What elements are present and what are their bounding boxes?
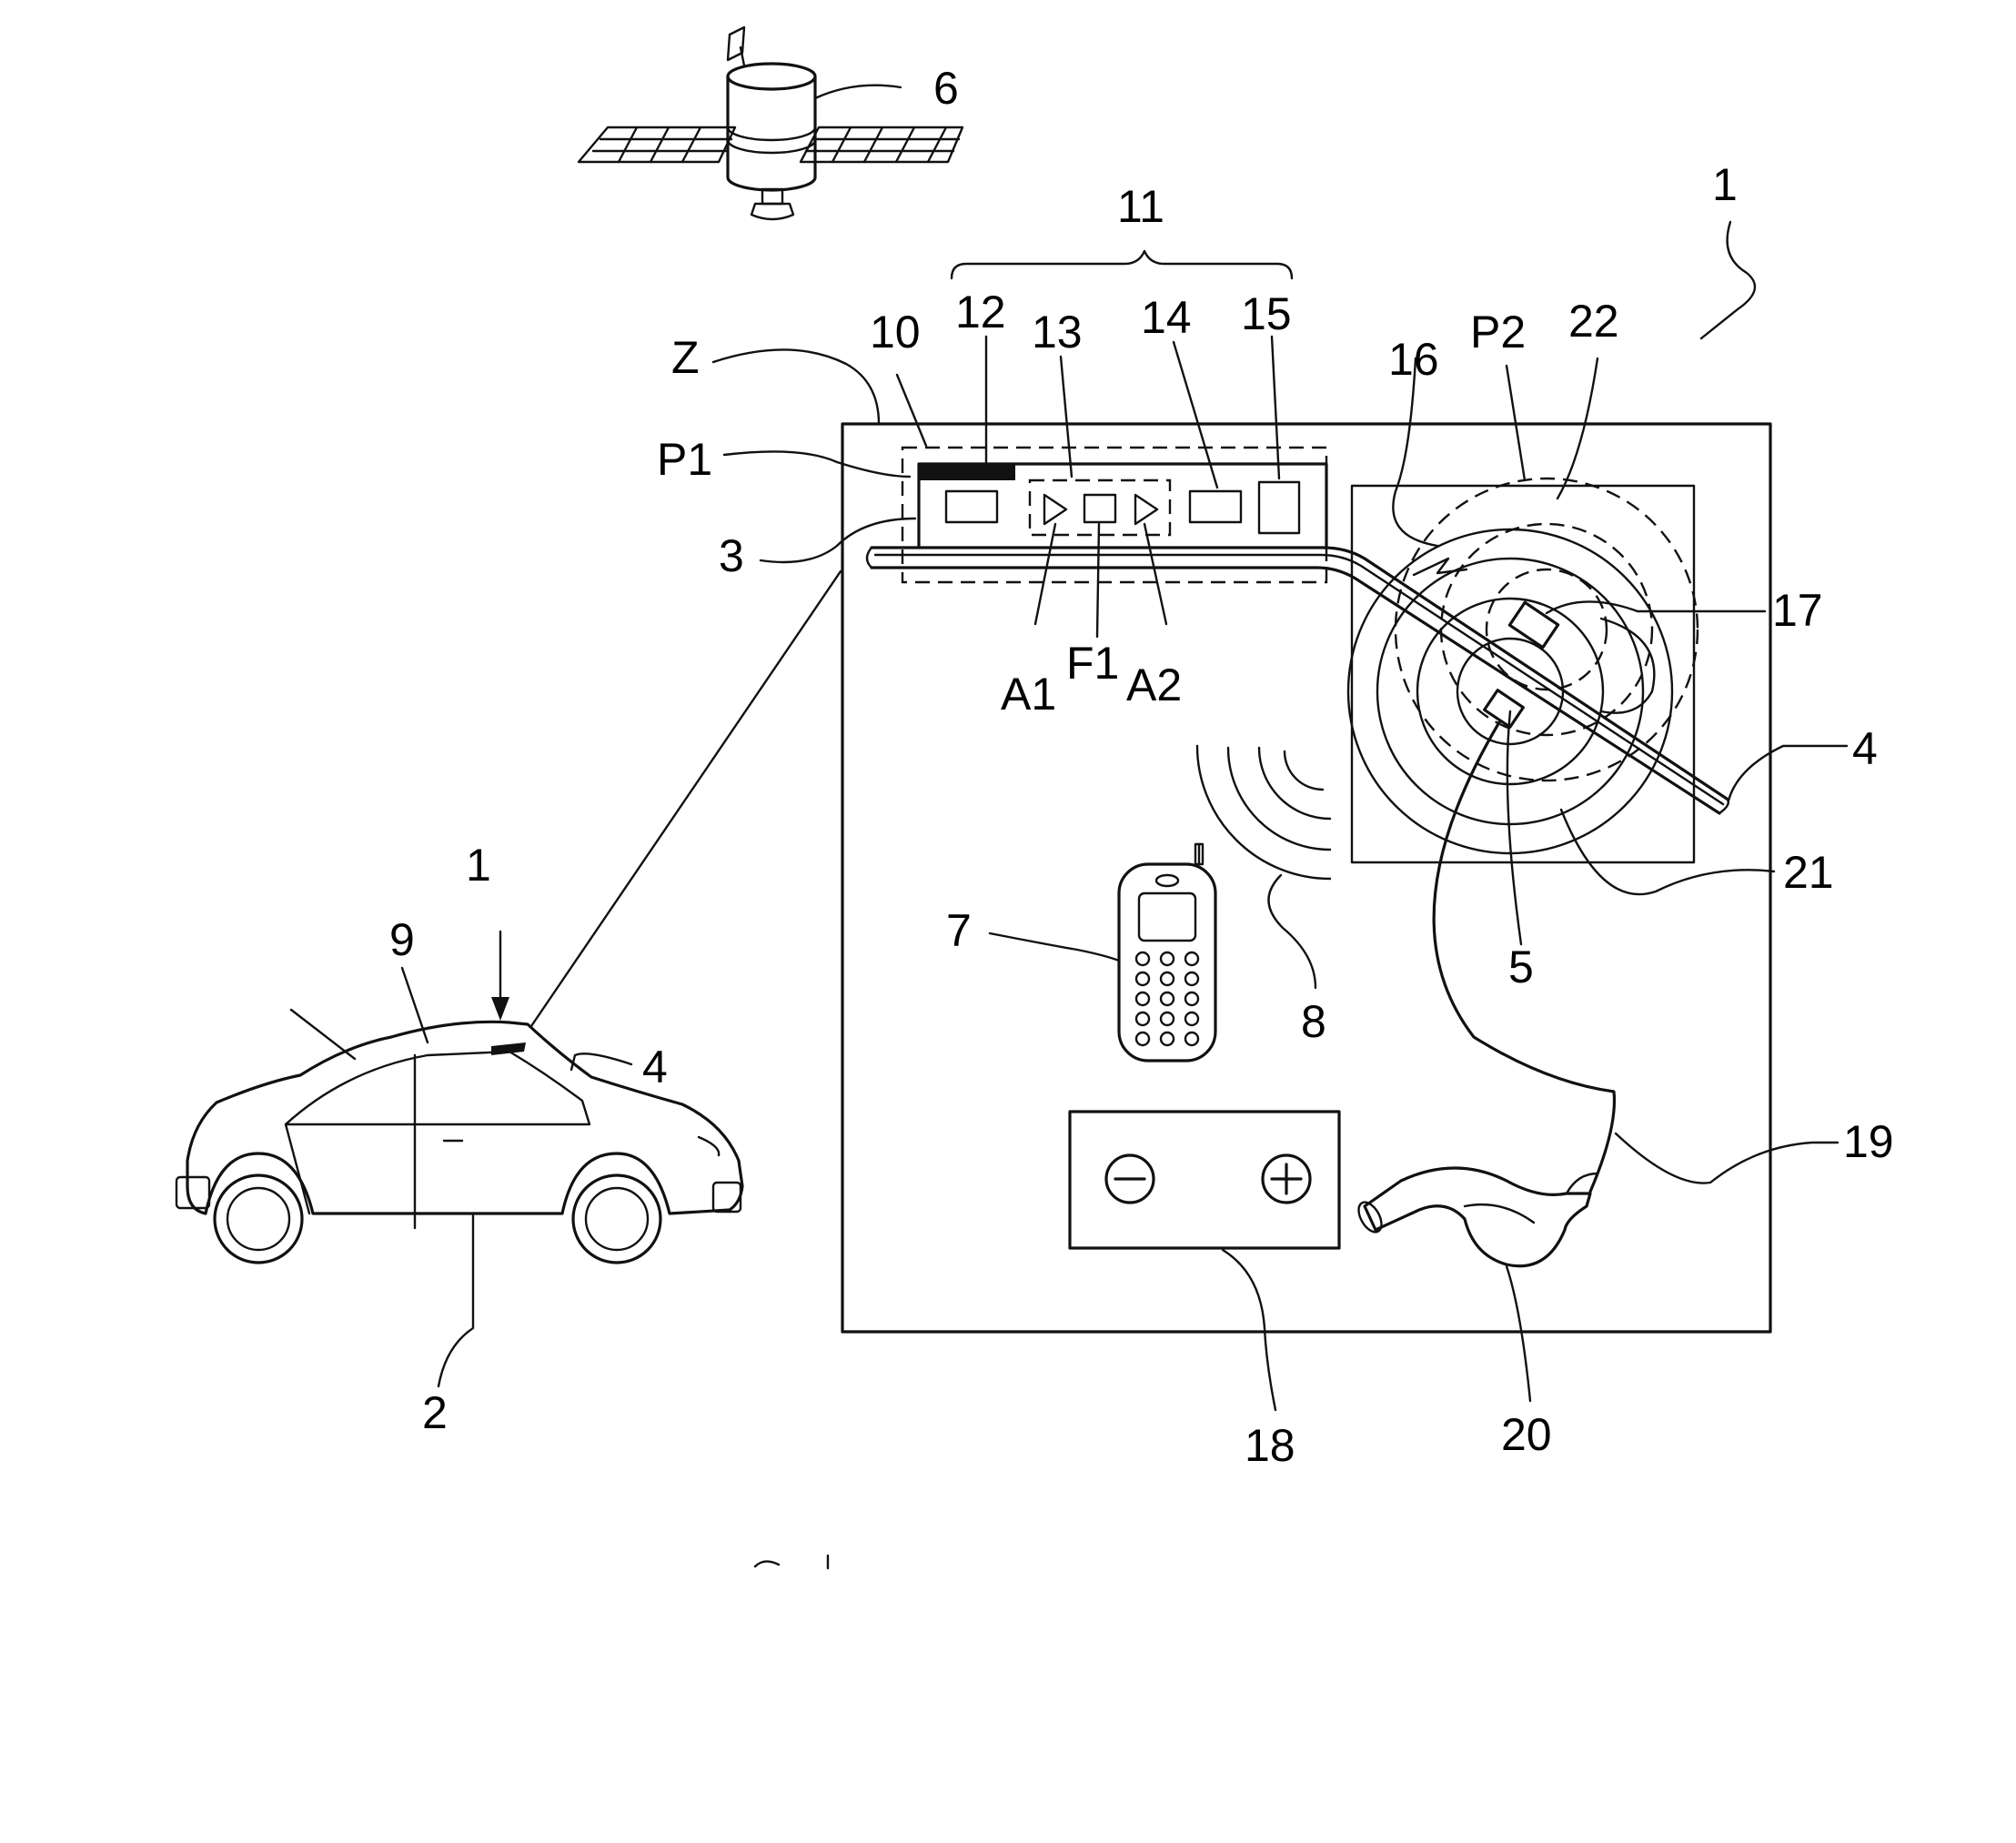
label-9: 9: [389, 914, 415, 965]
label-5: 5: [1508, 942, 1534, 992]
satellite-icon: [579, 27, 963, 219]
device-1-on-roof: [491, 1042, 526, 1055]
detail-leader-line: [531, 571, 841, 1026]
label-13: 13: [1032, 307, 1083, 358]
label-z: Z: [671, 332, 700, 383]
label-1-top: 1: [1712, 159, 1738, 210]
label-a2: A2: [1126, 660, 1182, 710]
amplifier-a2-icon: [1135, 495, 1157, 524]
label-4-car: 4: [642, 1042, 668, 1093]
panel-z-frame: [842, 424, 1770, 1332]
label-8: 8: [1301, 996, 1326, 1047]
component-14: [1190, 491, 1241, 522]
coil-5: [1485, 690, 1524, 728]
radio-waves-icon: [1197, 746, 1330, 879]
label-10: 10: [870, 307, 921, 358]
battery-18: [1070, 1112, 1339, 1248]
label-11: 11: [1117, 181, 1164, 232]
field-22-circles: [1396, 478, 1698, 781]
label-16: 16: [1388, 334, 1439, 385]
label-1-car: 1: [466, 840, 491, 891]
partial-mark: [755, 1556, 828, 1568]
label-15: 15: [1241, 288, 1292, 339]
component-15: [1259, 482, 1299, 533]
field-21-circles: [1348, 529, 1672, 853]
amplifier-a1-icon: [1044, 495, 1066, 524]
label-6: 6: [933, 63, 959, 114]
label-19: 19: [1843, 1116, 1894, 1167]
label-20: 20: [1501, 1409, 1552, 1460]
component-12: [946, 491, 997, 522]
label-21: 21: [1783, 847, 1834, 898]
label-f1: F1: [1066, 638, 1119, 689]
label-12: 12: [955, 287, 1006, 337]
label-17: 17: [1772, 585, 1823, 636]
label-p1: P1: [657, 434, 712, 485]
coil-17: [1509, 602, 1557, 647]
label-4-right: 4: [1852, 723, 1878, 774]
module-10-bar: [919, 464, 1015, 480]
label-7: 7: [946, 905, 972, 956]
label-18: 18: [1245, 1420, 1295, 1471]
filter-f1: [1084, 495, 1115, 522]
label-14: 14: [1141, 292, 1192, 343]
mobile-phone-icon: [1119, 844, 1215, 1061]
label-a1: A1: [1001, 669, 1056, 720]
label-2: 2: [422, 1387, 448, 1438]
charging-plug-20: [1354, 1168, 1598, 1266]
label-3: 3: [719, 530, 744, 581]
label-22: 22: [1568, 296, 1619, 347]
label-p2: P2: [1470, 307, 1526, 358]
cable-4: [867, 548, 1729, 813]
